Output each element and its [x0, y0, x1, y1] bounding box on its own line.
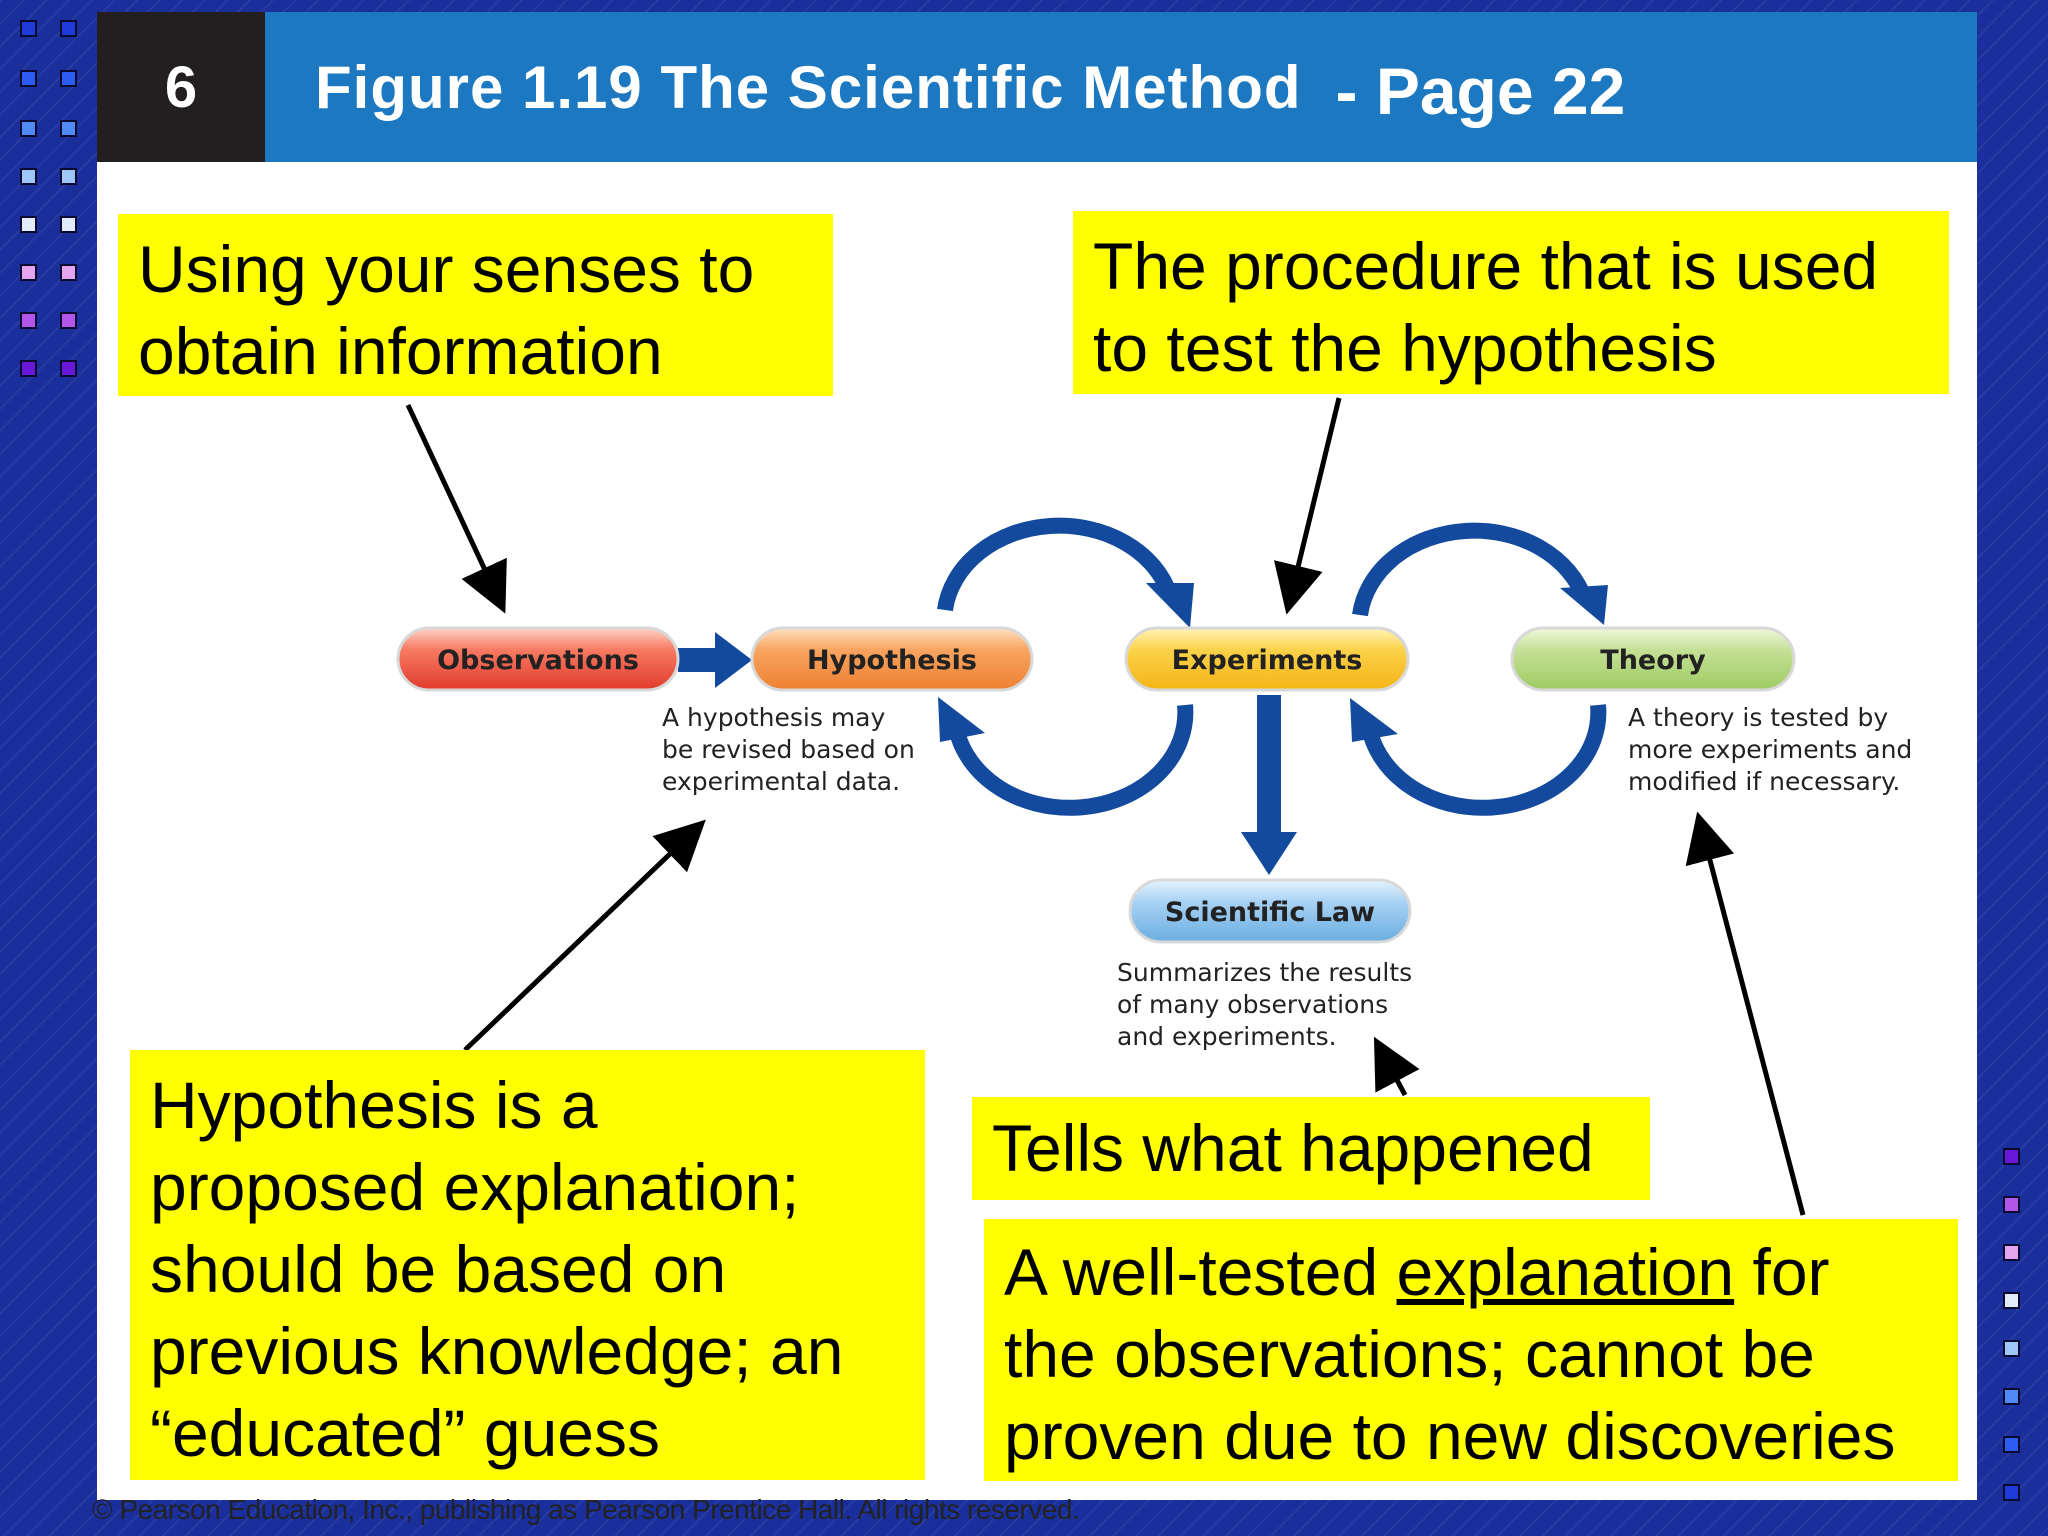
cycle-arrows-experiments-theory [1352, 522, 1607, 816]
note-theory: A well-tested explanation for the observ… [984, 1219, 1958, 1481]
note-hypothesis: Hypothesis is a proposed explanation; sh… [130, 1050, 925, 1480]
step-scientific-law: Scientific Law [1128, 878, 1412, 944]
step-theory-label: Theory [1600, 645, 1706, 676]
caption-scientific-law: Summarizes the results of many observati… [1117, 958, 1413, 1051]
note-experiments: The procedure that is used to test the h… [1073, 211, 1949, 394]
note-law: Tells what happened [972, 1097, 1650, 1200]
caption-hypothesis: A hypothesis may be revised based on exp… [662, 703, 915, 796]
slide-title: Figure 1.19 The Scientific Method [315, 53, 1302, 121]
slide-header: Figure 1.19 The Scientific Method - Page… [265, 12, 1977, 162]
cycle-arrowhead-right-2 [1560, 585, 1608, 625]
cycle-arrowhead-left [938, 697, 985, 742]
step-experiments-label: Experiments [1172, 645, 1363, 676]
cycle-arrows-hypothesis-experiments [937, 517, 1194, 816]
pointer-to-theory-caption [1685, 811, 1806, 1216]
cycle-arrowhead-left-2 [1350, 698, 1398, 742]
pointer-to-hypothesis-caption [463, 819, 706, 1052]
page-reference: - Page 22 [1335, 54, 1626, 128]
pointer-to-law-caption [1373, 1036, 1420, 1097]
cycle-arrowhead-right [1146, 583, 1194, 628]
underlined-explanation: explanation [1396, 1235, 1735, 1309]
pointer-to-observations [405, 403, 507, 614]
step-experiments: Experiments [1124, 626, 1410, 692]
note-observations: Using your senses to obtain information [118, 214, 833, 396]
pointer-to-experiments [1273, 397, 1342, 615]
arrow-experiments-to-law [1241, 695, 1297, 875]
step-hypothesis-label: Hypothesis [807, 645, 977, 676]
step-observations: Observations [396, 626, 680, 692]
step-observations-label: Observations [437, 645, 639, 676]
slide-number: 6 [97, 12, 265, 162]
copyright-footer: © Pearson Education, Inc., publishing as… [92, 1494, 1080, 1525]
step-scientific-law-label: Scientific Law [1165, 897, 1375, 928]
step-hypothesis: Hypothesis [750, 626, 1034, 692]
caption-theory: A theory is tested by more experiments a… [1628, 703, 1913, 796]
step-theory: Theory [1510, 626, 1796, 692]
arrow-observations-to-hypothesis [678, 632, 752, 688]
